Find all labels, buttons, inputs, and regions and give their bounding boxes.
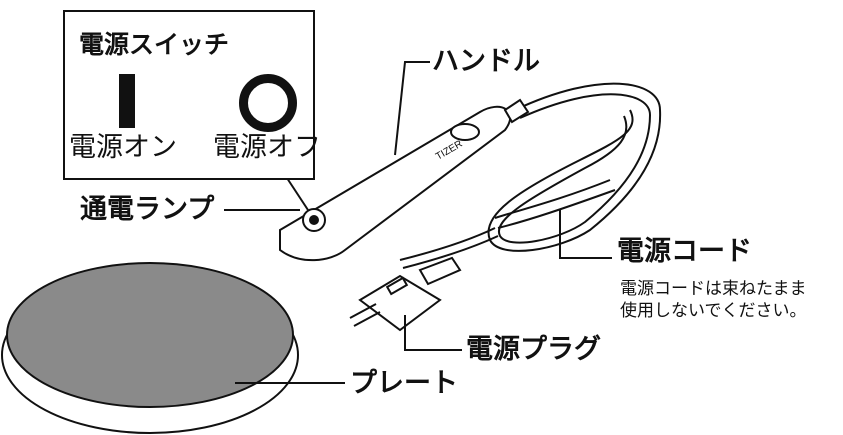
lamp-label: 通電ランプ [80, 194, 215, 225]
cord-note-line2: 使用しないでください。 [620, 301, 807, 321]
power-on-label: 電源オン [69, 132, 177, 163]
power-off-label: 電源オフ [213, 132, 321, 163]
cord-note-line1: 電源コードは束ねたまま [620, 279, 807, 299]
plug-label: 電源プラグ [466, 334, 601, 365]
switch-panel-title: 電源スイッチ [79, 30, 230, 59]
handle-shape [279, 98, 530, 262]
plug-shape [349, 256, 462, 332]
plate-shape [1, 262, 299, 434]
handle-label: ハンドル [432, 46, 540, 77]
plate-label: プレート [350, 368, 458, 399]
cord-label: 電源コード [617, 236, 752, 267]
on-symbol-icon [119, 74, 135, 128]
power-switch-panel: 電源スイッチ 電源オン 電源オフ [63, 10, 321, 180]
off-symbol-icon [239, 74, 297, 132]
leader-lines [224, 61, 612, 384]
